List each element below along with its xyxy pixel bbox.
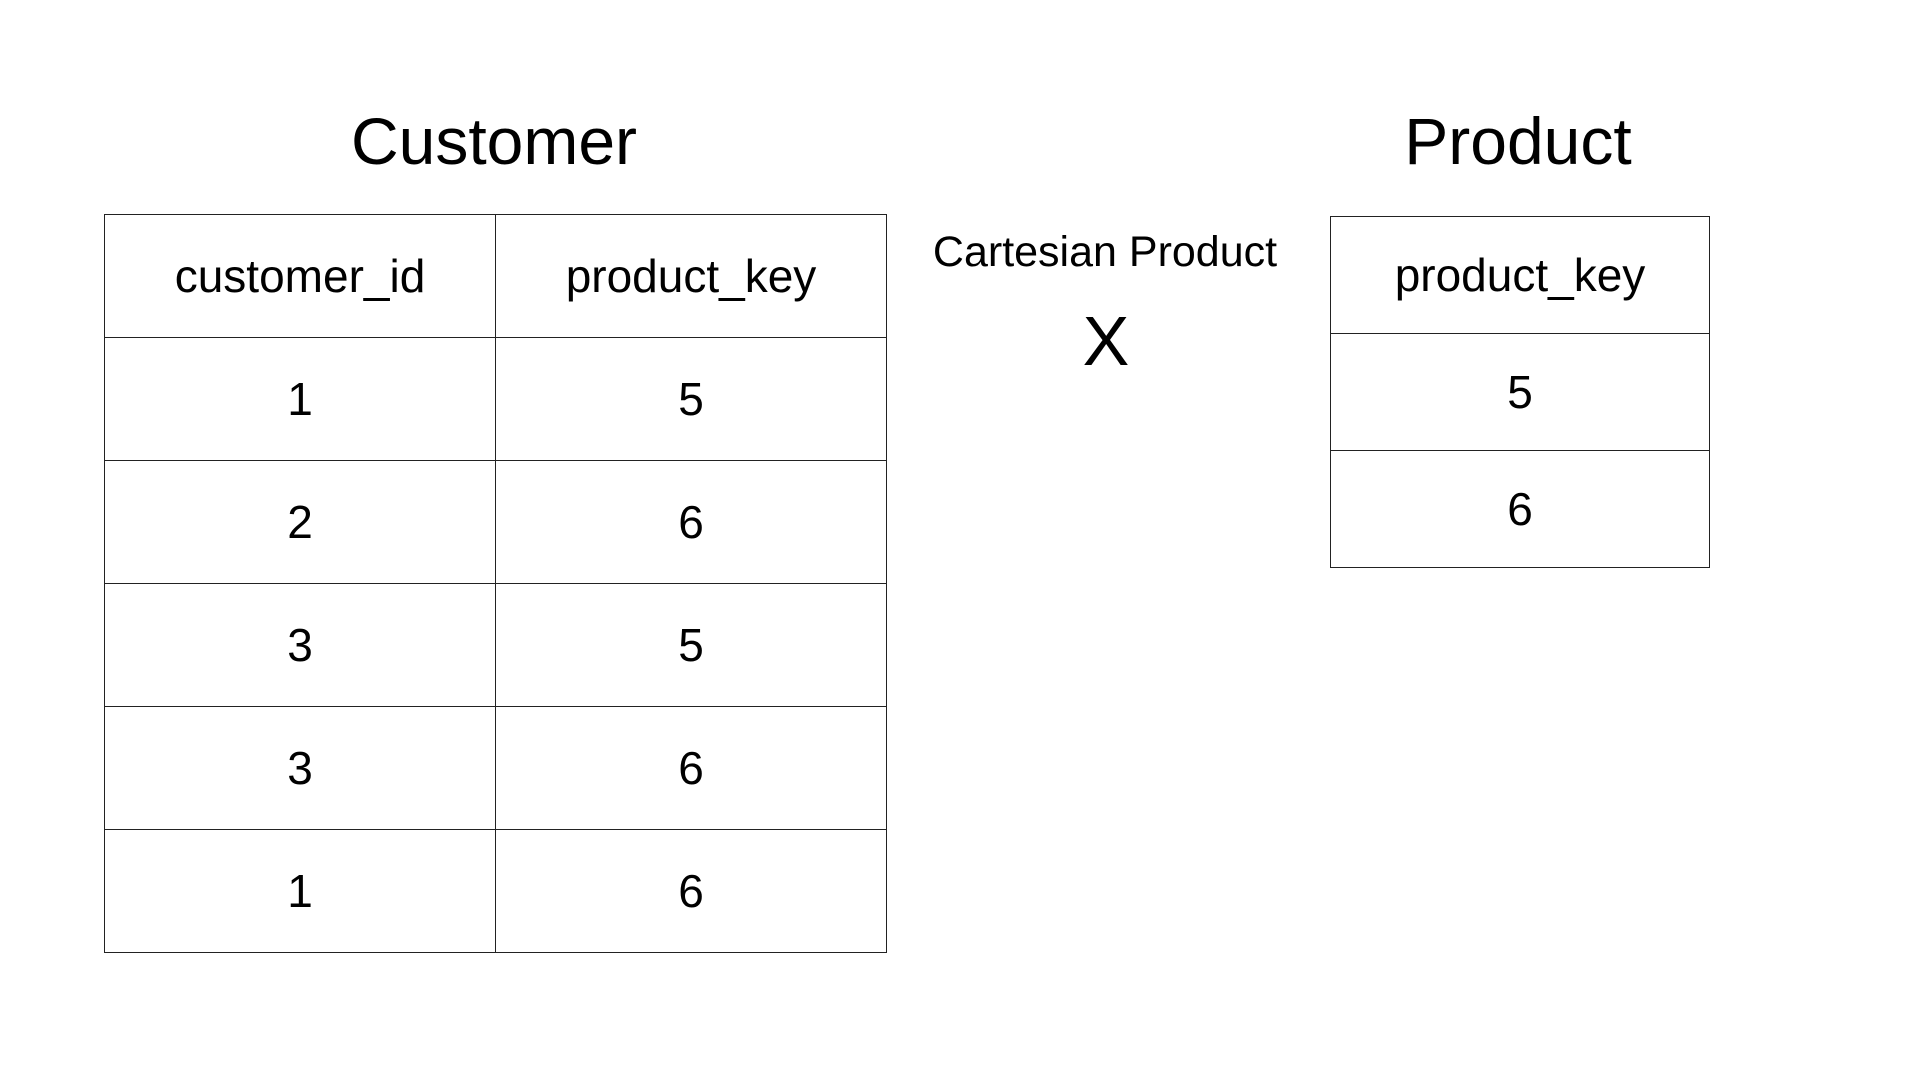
column-header-customer-id: customer_id	[104, 214, 496, 338]
table-cell: 6	[1330, 450, 1710, 568]
column-header-product-key: product_key	[495, 214, 887, 338]
table-row: 6	[1330, 450, 1710, 568]
table-header-row: product_key	[1330, 216, 1710, 334]
customer-table: customer_id product_key 1 5 2 6 3 5 3 6 …	[104, 214, 887, 953]
table-cell: 1	[104, 829, 496, 953]
table-row: 1 6	[104, 829, 887, 953]
cross-product-symbol: X	[1082, 302, 1130, 380]
table-row: 3 5	[104, 583, 887, 707]
customer-table-title: Customer	[350, 104, 638, 178]
table-row: 3 6	[104, 706, 887, 830]
table-cell: 3	[104, 583, 496, 707]
table-cell: 2	[104, 460, 496, 584]
table-cell: 5	[495, 337, 887, 461]
column-header-product-key: product_key	[1330, 216, 1710, 334]
product-table: product_key 5 6	[1330, 216, 1710, 568]
table-row: 1 5	[104, 337, 887, 461]
table-header-row: customer_id product_key	[104, 214, 887, 338]
table-row: 2 6	[104, 460, 887, 584]
table-cell: 5	[495, 583, 887, 707]
table-cell: 6	[495, 829, 887, 953]
operation-label: Cartesian Product	[932, 228, 1278, 276]
table-row: 5	[1330, 333, 1710, 451]
product-table-title: Product	[1404, 104, 1632, 178]
table-cell: 6	[495, 460, 887, 584]
table-cell: 3	[104, 706, 496, 830]
table-cell: 6	[495, 706, 887, 830]
table-cell: 5	[1330, 333, 1710, 451]
table-cell: 1	[104, 337, 496, 461]
